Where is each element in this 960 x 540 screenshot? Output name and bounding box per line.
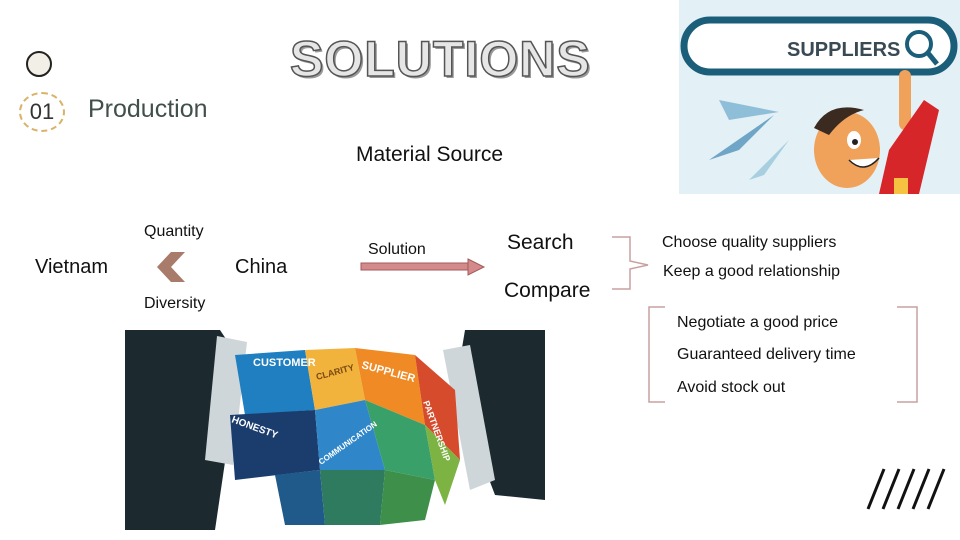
slide-title: SOLUTIONS [290,30,591,88]
suppliers-search-image: SUPPLIERS [679,0,960,194]
suppliers-image-label: SUPPLIERS [787,39,900,61]
relationship-item: Avoid stock out [677,379,785,397]
result-item: Choose quality suppliers [662,234,836,252]
relationship-item: Negotiate a good price [677,314,838,332]
section-label: Production [88,95,208,124]
origin-label: Vietnam [35,256,108,279]
puzzle-label: CUSTOMER [253,357,316,369]
curly-bracket-icon [608,233,658,293]
section-number: 01 [19,92,65,132]
relationship-item: Guaranteed delivery time [677,346,856,364]
quantity-label: Quantity [144,223,204,241]
compare-label: Compare [504,279,590,303]
arrow-right-icon [360,258,486,276]
result-item: Keep a good relationship [663,263,840,281]
bullet-circle-icon [26,51,52,77]
diversity-label: Diversity [144,295,205,313]
subtitle: Material Source [356,143,503,167]
destination-label: China [235,256,287,279]
hatch-decoration [866,467,948,511]
search-label: Search [507,231,574,255]
solution-label: Solution [368,241,426,259]
handshake-puzzle-image: CUSTOMER CLARITY SUPPLIER PARTNERSHIP HO… [125,330,545,530]
chevron-left-icon [155,250,191,284]
